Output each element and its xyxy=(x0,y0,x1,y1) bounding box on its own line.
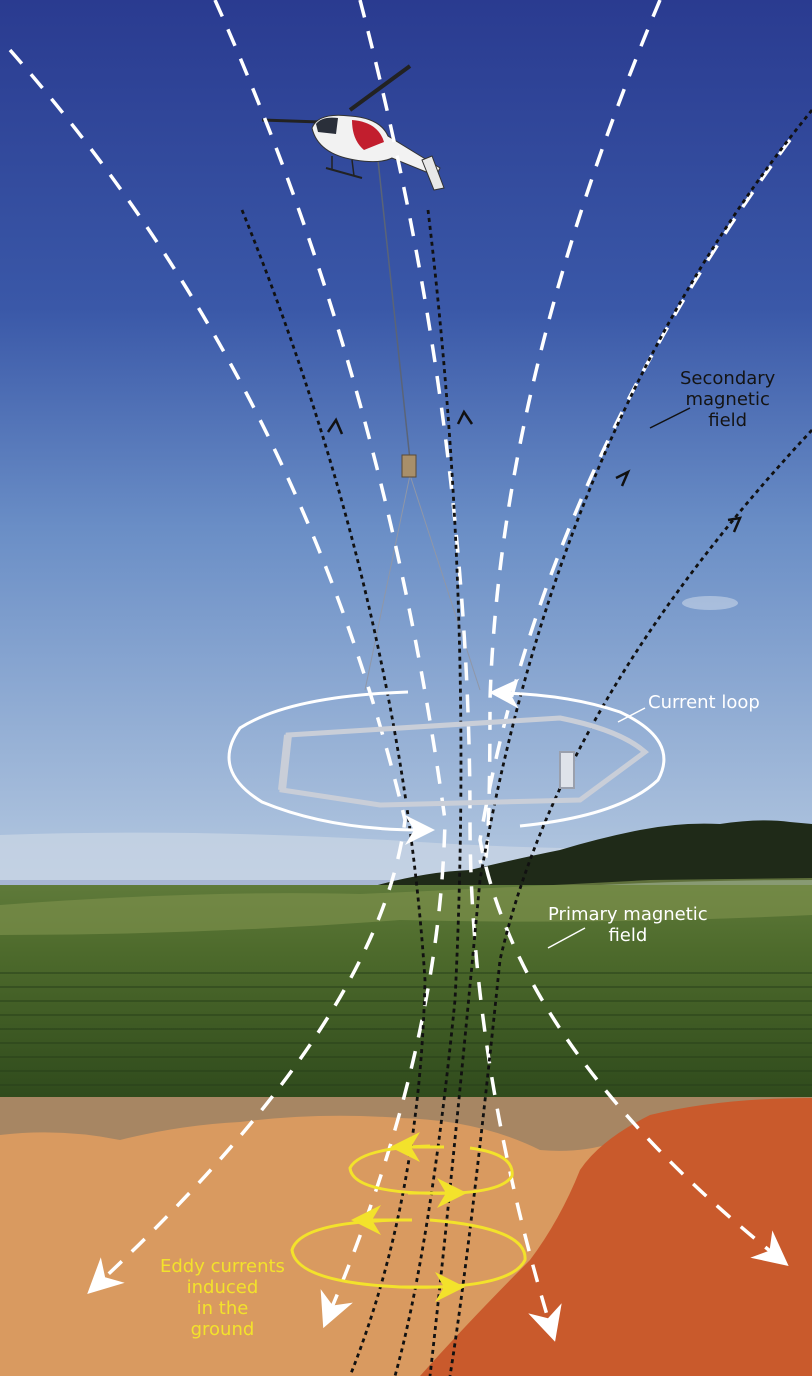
current-loop-label-text: Current loop xyxy=(648,692,760,713)
helicopter-icon xyxy=(261,64,445,191)
secondary-field-leader xyxy=(649,407,691,429)
tow-cable-lower xyxy=(364,474,411,691)
crop-rows xyxy=(0,960,812,1100)
eddy-currents-label-line-3: in the xyxy=(196,1298,249,1319)
secondary-field-label-line-1: Secondary xyxy=(680,368,776,389)
current-loop-label: Current loop xyxy=(648,692,760,713)
sensor-bird-icon xyxy=(401,454,417,478)
eddy-currents-label-line-2: induced xyxy=(186,1277,259,1298)
primary-field-label-line-1: Primary magnetic xyxy=(548,904,708,925)
soil-dark-body xyxy=(420,1098,812,1376)
secondary-field-label: Secondary magnetic field xyxy=(680,368,775,431)
tow-cable-lower-2 xyxy=(409,474,481,691)
eddy-currents xyxy=(290,1132,527,1302)
secondary-field-arrowheads xyxy=(326,409,743,533)
loop-frame-icon xyxy=(278,715,649,808)
sky-background xyxy=(0,0,812,880)
eddy-currents-label-line-4: ground xyxy=(190,1319,255,1340)
cloud xyxy=(682,596,738,610)
eddy-currents-label-line-1: Eddy currents xyxy=(160,1256,285,1277)
current-loop-leader xyxy=(617,707,646,723)
primary-field-label: Primary magnetic field xyxy=(548,904,708,946)
secondary-field-label-line-2: magnetic xyxy=(685,389,770,410)
primary-field-label-line-2: field xyxy=(608,925,648,946)
secondary-field-label-line-3: field xyxy=(708,410,748,431)
eddy-currents-label: Eddy currents induced in the ground xyxy=(160,1256,285,1340)
tree-line xyxy=(360,820,812,892)
distant-fields xyxy=(0,878,812,935)
primary-field-lines xyxy=(8,0,792,1342)
primary-field-leader xyxy=(547,927,586,949)
current-loop-arrows xyxy=(227,678,666,845)
tow-cable xyxy=(377,159,411,461)
